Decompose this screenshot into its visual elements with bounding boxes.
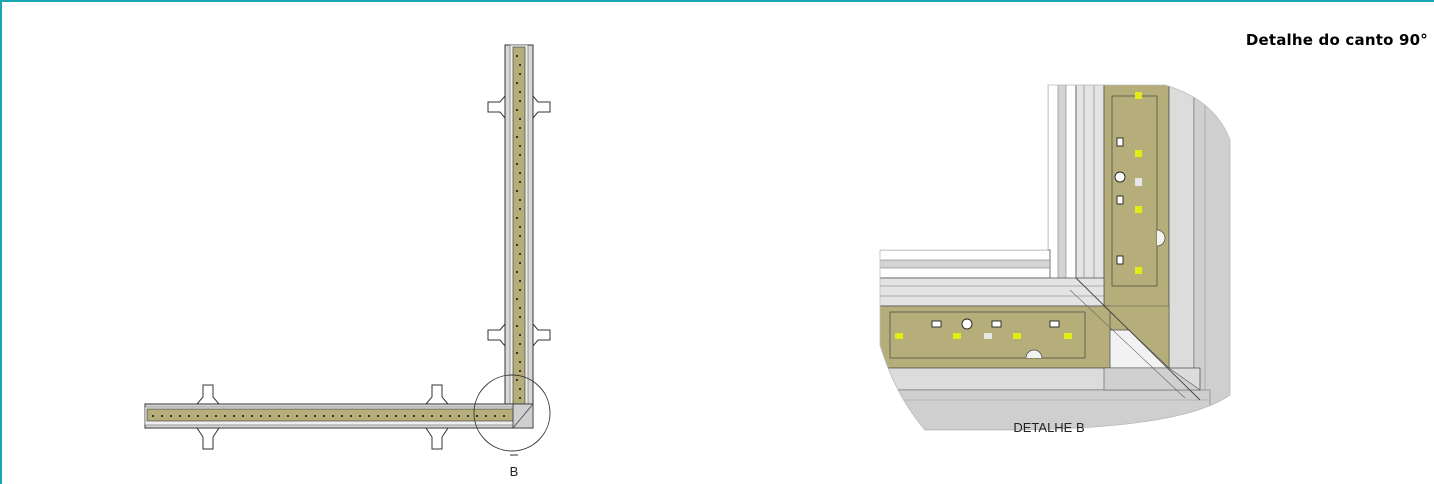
- corner-joint: [512, 403, 534, 429]
- texture-dot: [431, 415, 433, 417]
- texture-dot: [224, 415, 226, 417]
- texture-dot: [368, 415, 370, 417]
- texture-dot: [296, 415, 298, 417]
- texture-dot: [519, 280, 521, 282]
- texture-dot: [476, 415, 478, 417]
- texture-dot: [332, 415, 334, 417]
- texture-dot: [260, 415, 262, 417]
- texture-dot: [516, 109, 518, 111]
- detail-callout: B: [473, 374, 551, 479]
- texture-dot: [422, 415, 424, 417]
- texture-dot: [519, 181, 521, 183]
- texture-dot: [413, 415, 415, 417]
- texture-dot: [197, 415, 199, 417]
- texture-dot: [377, 415, 379, 417]
- horizontal-wall-dots: [152, 415, 505, 417]
- texture-dot: [519, 208, 521, 210]
- drawing-title: Detalhe do canto 90°: [1245, 31, 1428, 49]
- texture-dot: [516, 217, 518, 219]
- texture-dot: [519, 73, 521, 75]
- texture-dot: [440, 415, 442, 417]
- texture-dot: [519, 262, 521, 264]
- texture-dot: [516, 325, 518, 327]
- texture-dot: [519, 100, 521, 102]
- texture-dot: [161, 415, 163, 417]
- texture-dot: [519, 370, 521, 372]
- texture-dot: [516, 82, 518, 84]
- texture-dot: [467, 415, 469, 417]
- texture-dot: [519, 334, 521, 336]
- texture-dot: [449, 415, 451, 417]
- texture-dot: [516, 136, 518, 138]
- texture-dot: [516, 352, 518, 354]
- texture-dot: [341, 415, 343, 417]
- texture-dot: [519, 397, 521, 399]
- texture-dot: [519, 199, 521, 201]
- vertical-wall-panel: [504, 44, 534, 428]
- detail-caption: DETALHE B: [1013, 420, 1084, 435]
- texture-dot: [269, 415, 271, 417]
- texture-dot: [516, 379, 518, 381]
- texture-dot: [519, 343, 521, 345]
- texture-dot: [516, 163, 518, 165]
- texture-dot: [386, 415, 388, 417]
- texture-dot: [314, 415, 316, 417]
- texture-dot: [350, 415, 352, 417]
- texture-dot: [395, 415, 397, 417]
- texture-dot: [519, 127, 521, 129]
- texture-dot: [494, 415, 496, 417]
- texture-dot: [519, 235, 521, 237]
- texture-dot: [519, 226, 521, 228]
- texture-dot: [152, 415, 154, 417]
- texture-dot: [519, 64, 521, 66]
- texture-dot: [215, 415, 217, 417]
- texture-dot: [516, 298, 518, 300]
- horizontal-wall-panel: [144, 403, 534, 429]
- texture-dot: [485, 415, 487, 417]
- texture-dot: [516, 190, 518, 192]
- texture-dot: [179, 415, 181, 417]
- texture-dot: [233, 415, 235, 417]
- texture-dot: [519, 307, 521, 309]
- texture-dot: [323, 415, 325, 417]
- wall-plan-view: B: [144, 44, 551, 479]
- texture-dot: [359, 415, 361, 417]
- texture-dot: [242, 415, 244, 417]
- texture-dot: [519, 253, 521, 255]
- texture-dot: [251, 415, 253, 417]
- texture-dot: [404, 415, 406, 417]
- texture-dot: [305, 415, 307, 417]
- detail-b-view: DETALHE B: [879, 84, 1231, 435]
- texture-dot: [170, 415, 172, 417]
- texture-dot: [519, 172, 521, 174]
- texture-dot: [458, 415, 460, 417]
- detail-outline: [879, 84, 1231, 431]
- texture-dot: [503, 415, 505, 417]
- texture-dot: [519, 118, 521, 120]
- texture-dot: [519, 91, 521, 93]
- texture-dot: [516, 244, 518, 246]
- texture-dot: [287, 415, 289, 417]
- texture-dot: [519, 388, 521, 390]
- vertical-wall-dots: [516, 55, 521, 399]
- vertical-wall-supports: [487, 94, 551, 348]
- texture-dot: [516, 55, 518, 57]
- horizontal-wall-supports: [195, 384, 450, 450]
- callout-label: B: [510, 464, 519, 479]
- texture-dot: [519, 289, 521, 291]
- texture-dot: [519, 361, 521, 363]
- texture-dot: [278, 415, 280, 417]
- texture-dot: [206, 415, 208, 417]
- texture-dot: [188, 415, 190, 417]
- texture-dot: [519, 154, 521, 156]
- texture-dot: [519, 145, 521, 147]
- texture-dot: [519, 316, 521, 318]
- texture-dot: [516, 271, 518, 273]
